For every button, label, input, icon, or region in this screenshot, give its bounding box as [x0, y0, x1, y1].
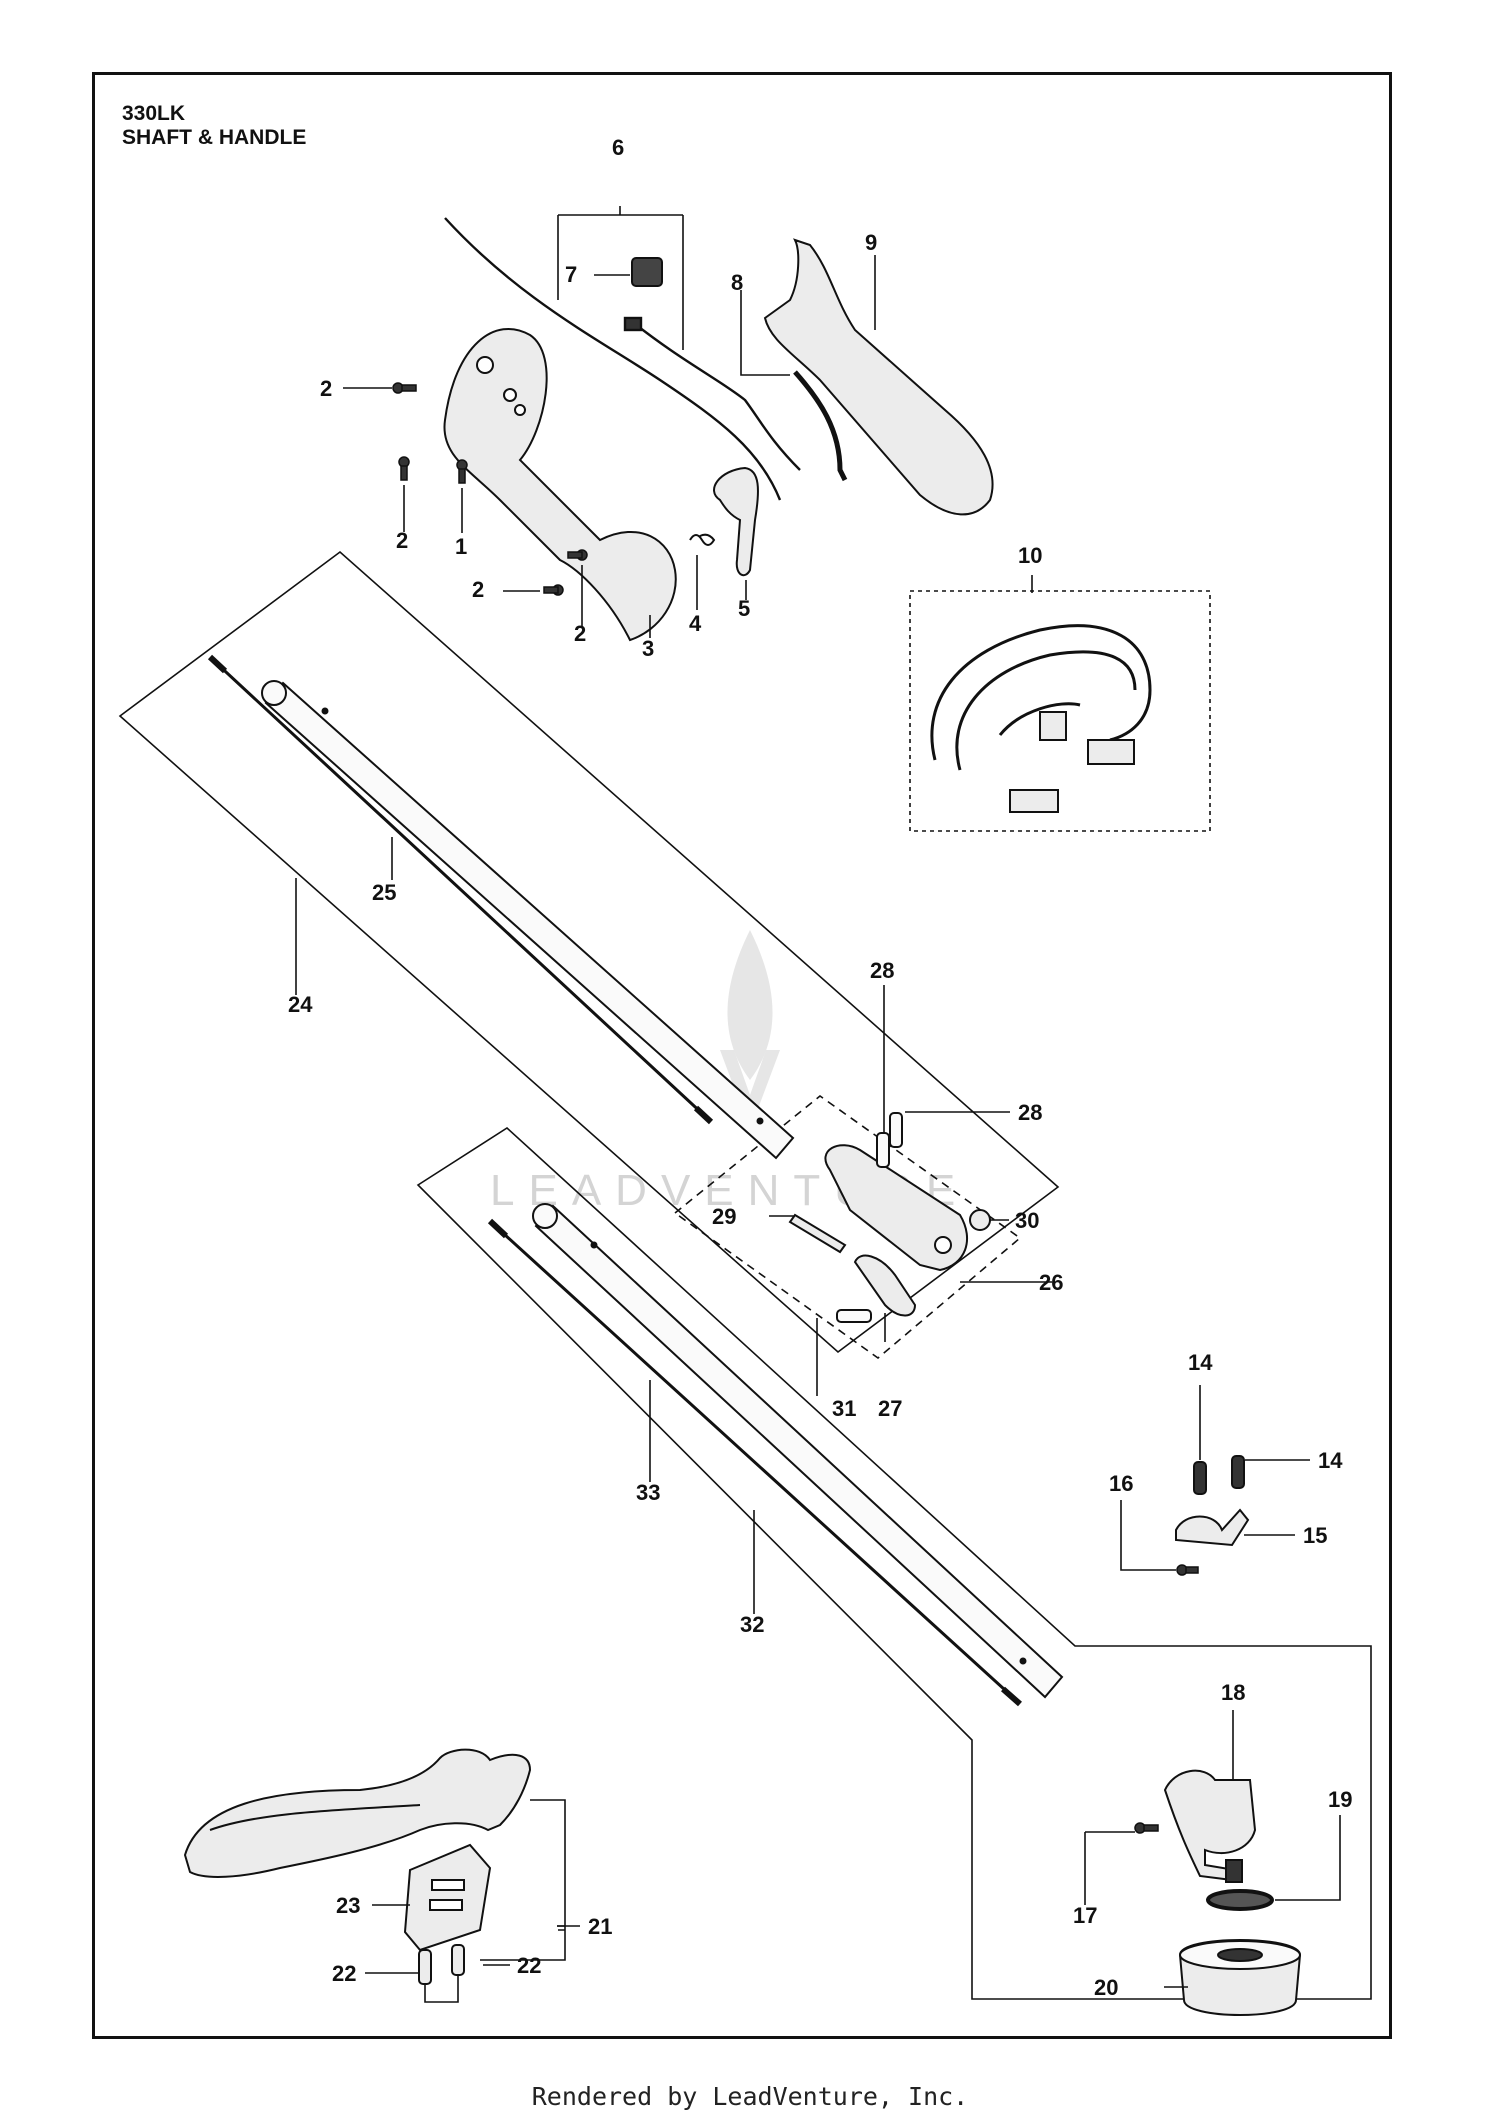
callout-30: 30	[1015, 1208, 1039, 1233]
callout-17: 17	[1073, 1903, 1097, 1928]
coupling-kit-region	[673, 1094, 1022, 1360]
callout-32: 32	[740, 1612, 764, 1637]
part-1-screw	[456, 459, 468, 484]
callout-1: 1	[455, 534, 467, 559]
callout-14-a: 14	[1188, 1350, 1213, 1375]
shaft-upper-region	[118, 550, 1060, 1354]
callout-6: 6	[612, 135, 624, 160]
watermark-flame-icon	[727, 930, 773, 1080]
callout-5: 5	[738, 596, 750, 621]
part-15-clamp	[1175, 1508, 1250, 1547]
part-16-screw	[1176, 1564, 1199, 1576]
part-20-trimmer-head	[1178, 1939, 1302, 2016]
part-2-screws	[392, 382, 588, 596]
callout-16: 16	[1109, 1471, 1133, 1496]
shaft-lower-region	[416, 1126, 1372, 2000]
part-19-washer	[1206, 1889, 1274, 1911]
part-25-drive-shaft	[207, 654, 714, 1125]
diagram-title: 330LK SHAFT & HANDLE	[122, 102, 306, 150]
part-22-screws	[418, 1944, 465, 1985]
callout-2-b: 2	[396, 528, 408, 553]
part-18-gear-head	[1163, 1769, 1257, 1883]
part-8-stop-wire	[793, 370, 848, 482]
callout-19: 19	[1328, 1787, 1352, 1812]
part-23-bracket	[403, 1843, 492, 1952]
callout-8: 8	[731, 270, 743, 295]
diagram-border	[92, 72, 1392, 2039]
part-4-spring	[689, 533, 716, 546]
part-30-nut	[969, 1209, 991, 1231]
part-33-lower-shaft	[532, 1203, 1064, 1699]
callout-15: 15	[1303, 1523, 1327, 1548]
callout-22-b: 22	[517, 1953, 541, 1978]
part-17-screw	[1134, 1822, 1159, 1834]
callout-27: 27	[878, 1396, 902, 1421]
leader-lines	[295, 206, 1341, 2003]
callout-10: 10	[1018, 543, 1042, 568]
callout-2-c: 2	[472, 577, 484, 602]
part-24-upper-shaft	[261, 680, 795, 1160]
callout-2-a: 2	[320, 376, 332, 401]
part-31-bolt	[836, 1309, 872, 1323]
callout-31: 31	[832, 1396, 856, 1421]
callout-24: 24	[288, 992, 313, 1017]
callout-4: 4	[689, 611, 702, 636]
callout-21: 21	[588, 1914, 612, 1939]
part-32-drive-shaft	[487, 1218, 1022, 1707]
part-5-throttle-trigger	[713, 466, 759, 577]
callouts: 6 7 8 9 2 2 1 2 2 3 4 5 10 25 24 28 28 2…	[288, 135, 1352, 2000]
part-27-lock-knob	[853, 1254, 917, 1317]
callout-33: 33	[636, 1480, 660, 1505]
callout-26: 26	[1039, 1270, 1063, 1295]
part-6-cable-set	[444, 217, 801, 501]
callout-28-b: 28	[1018, 1100, 1042, 1125]
callout-22-a: 22	[332, 1961, 356, 1986]
model-number: 330LK	[122, 102, 186, 125]
part-26-coupling	[824, 1144, 969, 1272]
footer-credit: Rendered by LeadVenture, Inc.	[531, 2082, 969, 2111]
part-9-handle-cover	[763, 238, 994, 516]
callout-7: 7	[565, 262, 577, 287]
callout-25: 25	[372, 880, 396, 905]
watermark-v-icon	[720, 1050, 780, 1130]
callout-29: 29	[712, 1204, 736, 1229]
part-3-handle-body	[443, 328, 677, 642]
callout-28-a: 28	[870, 958, 894, 983]
section-name: SHAFT & HANDLE	[122, 126, 307, 149]
part-10-loop-handle	[930, 624, 1152, 813]
part-14-screws	[1193, 1455, 1245, 1495]
part-21-guard	[183, 1748, 532, 1878]
handle-kit-region	[909, 590, 1211, 832]
part-29-pin	[788, 1213, 847, 1254]
callout-14-b: 14	[1318, 1448, 1343, 1473]
callout-23: 23	[336, 1893, 360, 1918]
part-7-switch	[631, 257, 663, 287]
part-28-screws	[876, 1112, 903, 1168]
callout-20: 20	[1094, 1975, 1118, 2000]
callout-2-d: 2	[574, 621, 586, 646]
callout-3: 3	[642, 636, 654, 661]
watermark: LEADVENTURE	[490, 930, 955, 1215]
callout-9: 9	[865, 230, 877, 255]
callout-18: 18	[1221, 1680, 1245, 1705]
